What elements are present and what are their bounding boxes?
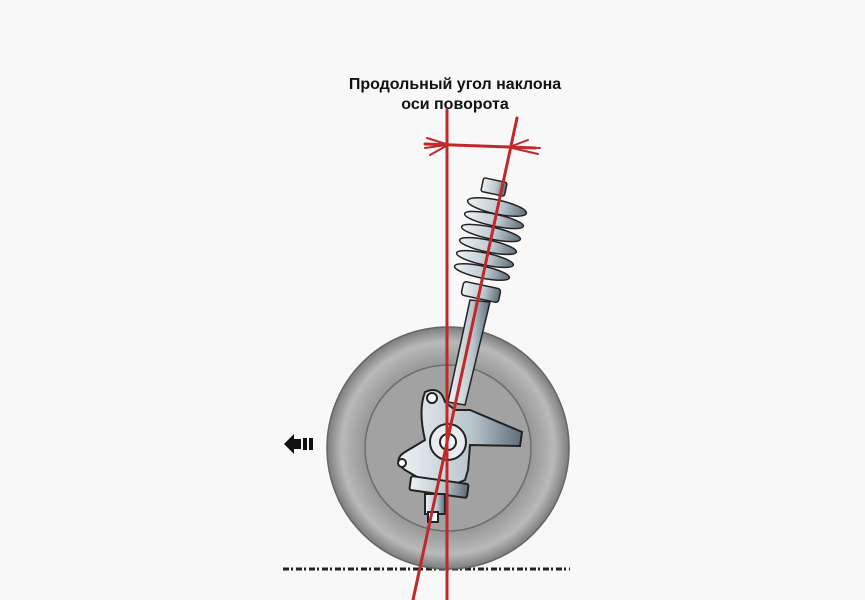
angle-arrow-right <box>511 139 541 155</box>
steering-knuckle <box>397 389 524 523</box>
shock-absorber <box>447 299 491 406</box>
steering-axis-line <box>411 116 519 600</box>
direction-arrow-icon <box>284 434 313 454</box>
diagram-title-line-1: Продольный угол наклона <box>348 76 562 93</box>
angle-arrow-left <box>424 137 447 156</box>
diagram-title-line-2: оси поворота <box>401 96 509 113</box>
caster-axis-lines <box>411 108 541 600</box>
